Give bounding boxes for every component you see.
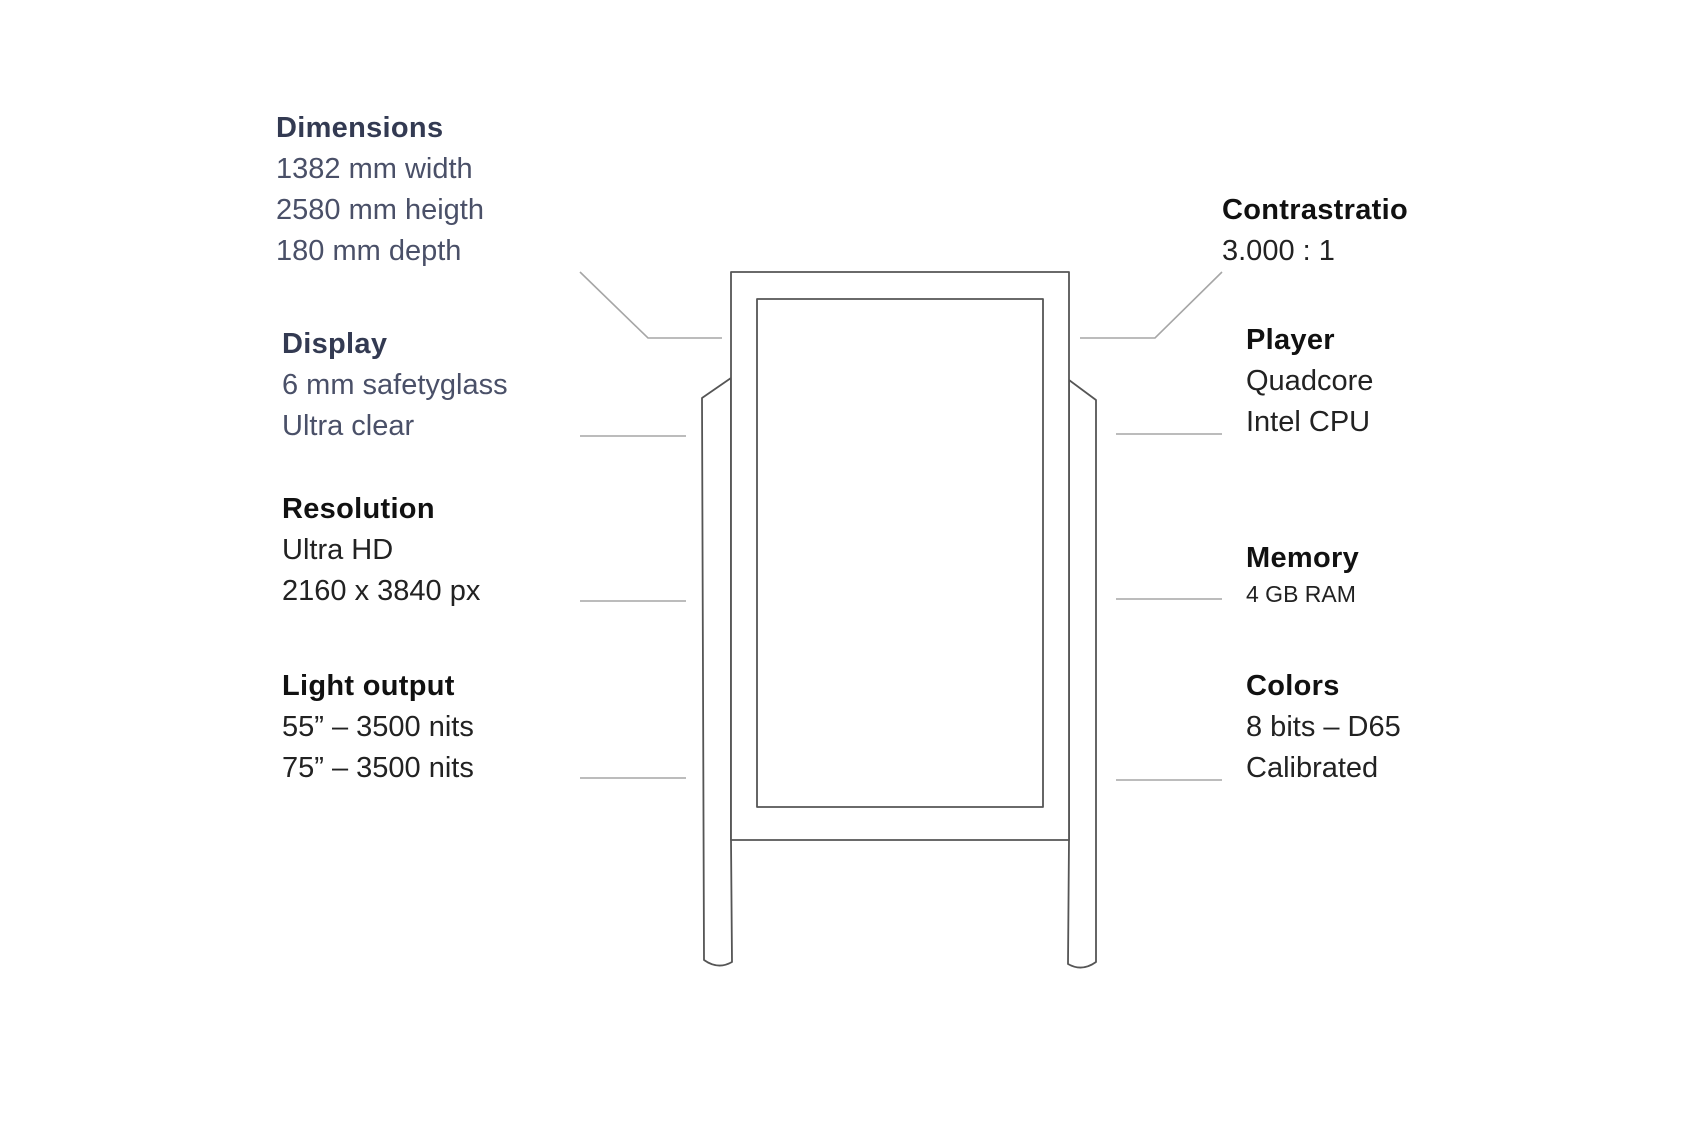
spec-memory-line-1: 4 GB RAM [1246,581,1356,607]
spec-player: Player Quadcore Intel CPU [1246,320,1373,443]
spec-light-output-line-2: 75” – 3500 nits [282,752,474,784]
spec-light-output-title: Light output [282,670,455,702]
leader-dimensions [579,271,722,339]
spec-player-line-2: Intel CPU [1246,406,1371,438]
spec-dimensions-title: Dimensions [276,112,444,144]
spec-light-output-line-1: 55” – 3500 nits [282,711,474,743]
spec-player-title: Player [1246,324,1335,356]
spec-resolution-line-1: Ultra HD [282,534,394,566]
spec-contrastratio: Contrastratio 3.000 : 1 [1222,190,1408,272]
spec-display-title: Display [282,328,388,360]
spec-dimensions-line-2: 2580 mm heigth [276,194,484,226]
spec-colors: Colors 8 bits – D65 Calibrated [1246,666,1401,789]
spec-resolution-title: Resolution [282,493,435,525]
spec-colors-title: Colors [1246,670,1340,702]
spec-display: Display 6 mm safetyglass Ultra clear [282,324,508,447]
spec-memory: Memory 4 GB RAM [1246,538,1359,609]
screen [756,298,1044,808]
spec-display-line-1: 6 mm safetyglass [282,369,508,401]
spec-display-line-2: Ultra clear [282,410,415,442]
spec-colors-line-1: 8 bits – D65 [1246,711,1401,743]
left-post [701,377,733,967]
spec-colors-line-2: Calibrated [1246,752,1379,784]
spec-dimensions-line-3: 180 mm depth [276,235,462,267]
right-post [1067,379,1097,969]
spec-contrastratio-line-1: 3.000 : 1 [1222,235,1335,267]
spec-contrastratio-title: Contrastratio [1222,194,1408,226]
spec-memory-title: Memory [1246,542,1359,574]
leader-contrastratio [1080,271,1223,339]
spec-resolution: Resolution Ultra HD 2160 x 3840 px [282,489,480,612]
spec-dimensions-line-1: 1382 mm width [276,153,473,185]
spec-resolution-line-2: 2160 x 3840 px [282,575,481,607]
spec-dimensions: Dimensions 1382 mm width 2580 mm heigth … [276,108,484,272]
spec-light-output: Light output 55” – 3500 nits 75” – 3500 … [282,666,474,789]
spec-player-line-1: Quadcore [1246,365,1374,397]
